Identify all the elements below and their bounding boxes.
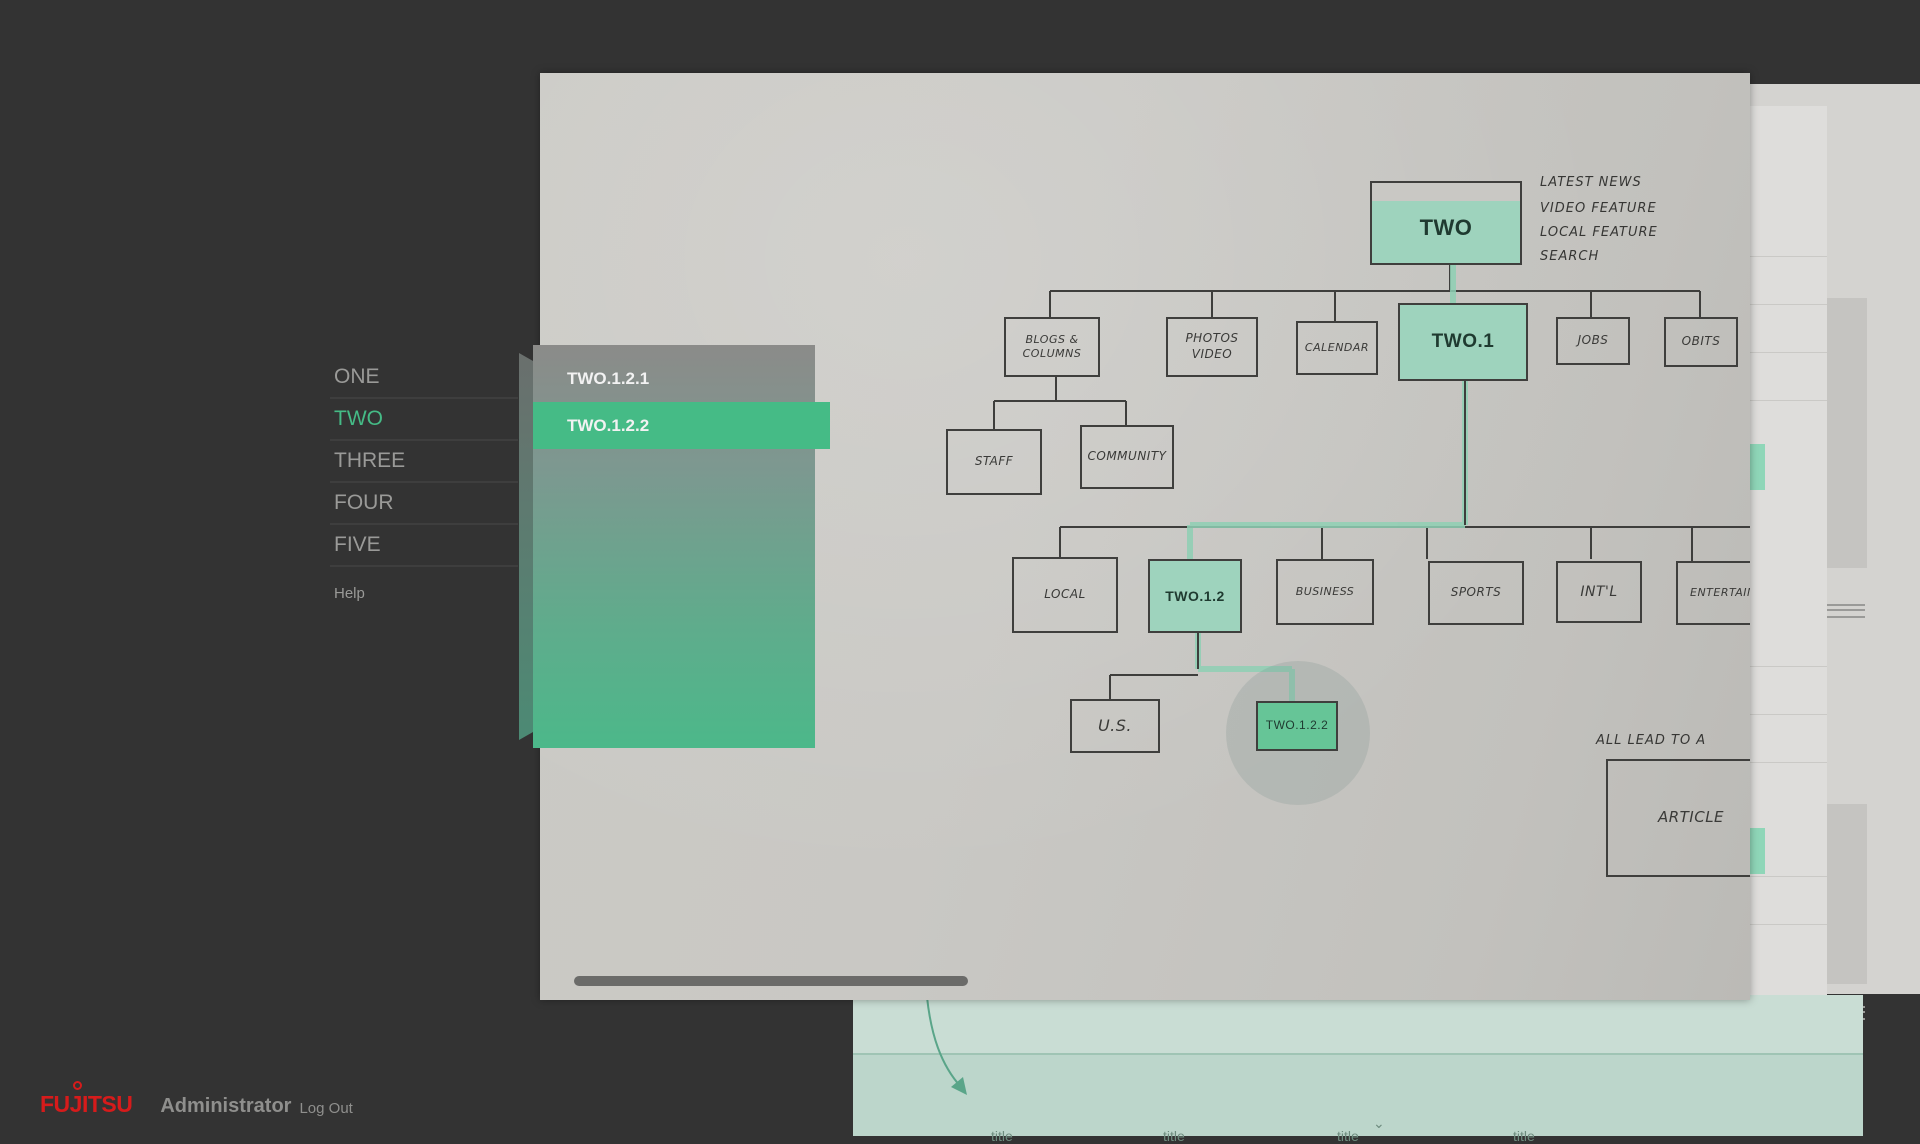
root-note: SEARCH [1540,249,1600,264]
nav-item-two[interactable]: TWO [330,399,518,441]
footer: FUJITSU Administrator Log Out [40,1078,353,1118]
submenu-item-two-1-2-1[interactable]: TWO.1.2.1 [567,369,650,388]
sitemap-node[interactable]: LOCAL [1012,557,1118,633]
sitemap-node[interactable]: CALENDAR [1296,321,1378,375]
sitemap-node-active[interactable]: TWO.1.2 [1148,559,1242,633]
chevron-down-icon[interactable]: ⌄ [1373,1115,1385,1131]
sitemap-node[interactable]: SPORTS [1428,561,1524,625]
drag-handle-icon[interactable] [1827,604,1865,618]
help-link[interactable]: Help [334,585,365,602]
sitemap-node[interactable]: ENTERTAIN [1676,561,1750,625]
bottom-panel: title title title ⌄ title [853,995,1863,1144]
article-note: ALL LEAD TO A [1596,733,1707,748]
sitemap-connectors [993,263,1750,701]
logout-link[interactable]: Log Out [299,1100,353,1117]
horizontal-scrollbar[interactable] [574,976,968,986]
sitemap-node[interactable]: BUSINESS [1276,559,1374,625]
fujitsu-logo: FUJITSU [40,1081,133,1118]
sitemap-node[interactable]: U.S. [1070,699,1160,753]
nav-item-five[interactable]: FIVE [330,525,518,567]
sitemap-node-selected[interactable]: TWO.1.2.2 [1256,701,1338,751]
submenu-item-two-1-2-2[interactable]: TWO.1.2.2 [533,402,830,449]
background-panel-near [1740,106,1827,1036]
sitemap-node[interactable]: BLOGS & COLUMNS [1004,317,1100,377]
main-nav: ONE TWO THREE FOUR FIVE Help [330,357,518,602]
sitemap-node[interactable]: PHOTOS VIDEO [1166,317,1258,377]
nav-item-one[interactable]: ONE [330,357,518,399]
nav-item-three[interactable]: THREE [330,441,518,483]
nav-item-four[interactable]: FOUR [330,483,518,525]
submenu-panel: TWO.1.2.1 TWO.1.2.2 [533,345,830,748]
flow-arrow-icon [926,996,967,1095]
sitemap-node[interactable]: OBITS [1664,317,1738,367]
root-note: LOCAL FEATURE [1540,225,1658,240]
background-panel-block [1827,804,1867,984]
column-title: title [1163,1128,1185,1144]
background-panel-block [1827,298,1867,568]
column-title: title [1513,1128,1535,1144]
sitemap-node[interactable]: STAFF [946,429,1042,495]
sitemap-node[interactable]: INT'L [1556,561,1642,623]
submenu-edge [519,353,533,740]
sitemap-node-active[interactable]: TWO.1 [1398,303,1528,381]
column-title: title [991,1128,1013,1144]
root-note: VIDEO FEATURE [1540,201,1657,216]
user-name: Administrator [160,1095,292,1117]
sitemap-node[interactable]: ARTICLE [1606,759,1750,877]
sitemap-node[interactable]: COMMUNITY [1080,425,1174,489]
column-title: title [1337,1128,1359,1144]
root-note: LATEST NEWS [1540,175,1642,190]
sitemap-node[interactable]: JOBS [1556,317,1630,365]
